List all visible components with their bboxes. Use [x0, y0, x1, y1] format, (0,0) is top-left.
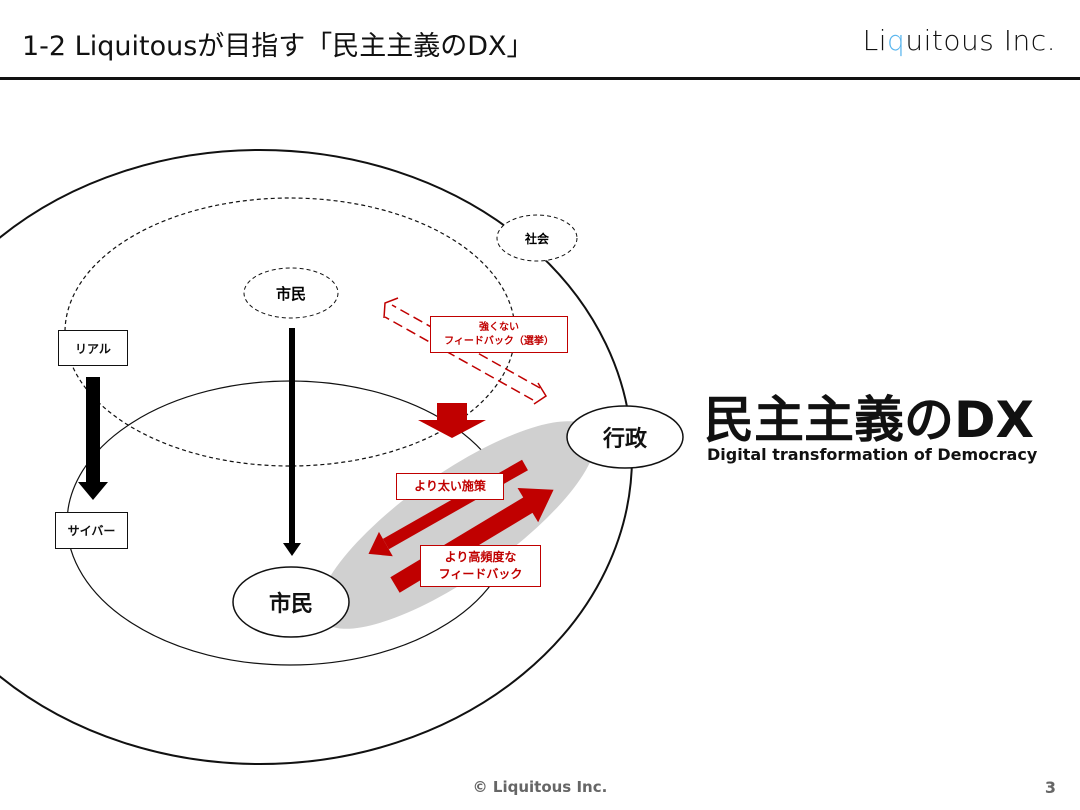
logo-text-accent: q [887, 24, 906, 57]
frequent-feedback-line2: フィードバック [438, 567, 523, 581]
cyber-label: サイバー [55, 512, 128, 549]
dx-subtitle: Digital transformation of Democracy [707, 445, 1038, 464]
real-to-cyber-arrow-icon [78, 377, 108, 500]
government-label: 行政 [602, 427, 647, 452]
page-number: 3 [1044, 778, 1056, 797]
citizen-bottom-node [232, 566, 350, 638]
citizen-bottom-label: 市民 [268, 592, 313, 617]
real-label: リアル [58, 330, 128, 366]
citizen-top-label: 市民 [275, 284, 306, 303]
weak-feedback-line1: 強くない [479, 321, 519, 333]
society-node [496, 214, 578, 262]
copyright: © Liquitous Inc. [472, 778, 608, 796]
dx-title: 民主主義のDX [704, 391, 1035, 449]
logo-text: uitous Inc. [905, 24, 1056, 57]
logo-text: Li [862, 24, 888, 57]
page-title: 1-2 Liquitousが目指す「民主主義のDX」 [22, 31, 534, 62]
red-down-arrow-icon [418, 403, 486, 438]
citizen-down-arrow-icon [283, 328, 301, 556]
weak-feedback-line2: フィードバック（選挙） [444, 335, 554, 347]
frequent-feedback-label: より高頻度な フィードバック [420, 545, 541, 587]
interaction-highlight [318, 421, 596, 629]
government-node [566, 405, 684, 469]
weak-feedback-label: 強くない フィードバック（選挙） [430, 316, 568, 353]
frequent-feedback-line1: より高頻度な [444, 550, 517, 565]
header-divider [0, 77, 1080, 80]
company-logo: Liquitous Inc. [863, 24, 1056, 57]
stronger-policy-label: より太い施策 [396, 473, 504, 500]
society-label: 社会 [524, 231, 549, 246]
citizen-top-node [243, 267, 339, 319]
